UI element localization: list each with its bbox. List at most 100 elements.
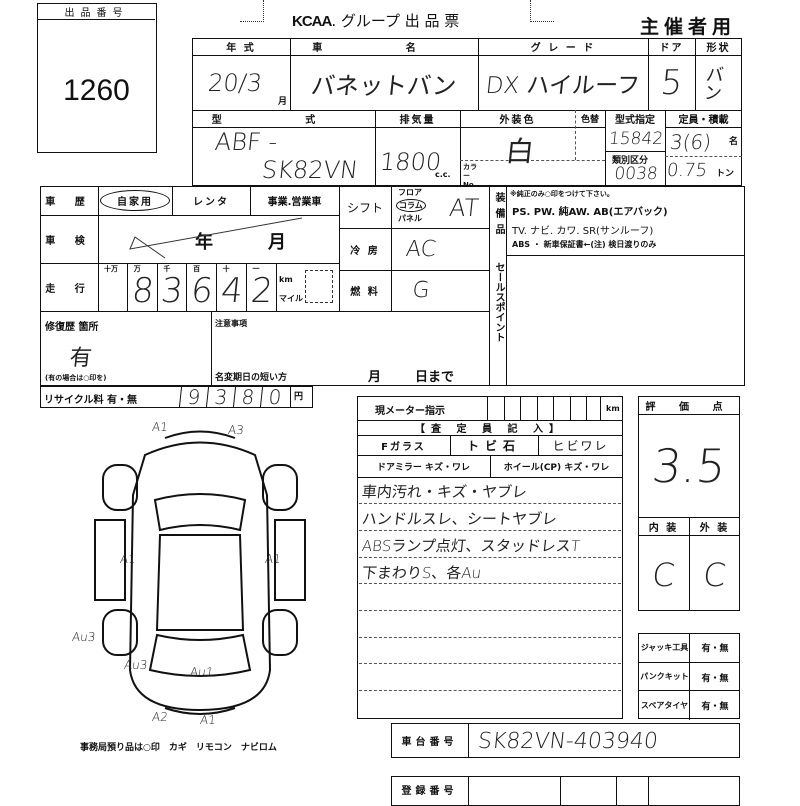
lot-number-box: 出品番号 1260 bbox=[37, 3, 157, 153]
body-label: 形状 bbox=[706, 43, 731, 54]
mile-unit: マイル bbox=[279, 294, 303, 303]
registration-label: 登録番号 bbox=[401, 785, 458, 797]
capacity-value: 3(6) bbox=[668, 130, 713, 154]
equipment-line-2: TV. ナビ. カワ. SR(サンルーフ) bbox=[512, 226, 654, 237]
load-value: 0.75 bbox=[665, 160, 709, 181]
repair-value: 有 bbox=[68, 346, 94, 371]
shift-value: AT bbox=[447, 194, 481, 222]
remark-line: ハンドルスレ、シートヤブレ bbox=[361, 509, 558, 528]
capacity-unit: 名 bbox=[729, 137, 739, 147]
grade-label: グ レ ー ド bbox=[530, 43, 596, 54]
notes-label: 注意事項 bbox=[215, 319, 247, 328]
shift-column: コラム bbox=[396, 199, 426, 212]
model-value-1: ABF - bbox=[213, 128, 279, 156]
recycle-digit: 3 bbox=[205, 385, 236, 409]
equipment-label: 装備品 bbox=[493, 192, 504, 240]
class-value: 0038 bbox=[613, 164, 659, 184]
damage-mark: A1 bbox=[151, 420, 169, 434]
lot-number: 1260 bbox=[63, 74, 130, 107]
interior-label: 内 装 bbox=[648, 522, 679, 534]
fuel-value: G bbox=[411, 278, 431, 303]
displacement-label: 排気量 bbox=[399, 115, 436, 126]
recycle-digit: 0 bbox=[259, 385, 290, 409]
odometer-cell: 十万 bbox=[98, 263, 128, 311]
due-label: 名変期日の短い方 bbox=[215, 373, 288, 383]
tool-row: スペアタイヤ 有・無 bbox=[638, 690, 740, 721]
damage-mark: A1 bbox=[119, 552, 137, 566]
damage-mark: A1 bbox=[264, 552, 282, 566]
equipment-line-3: ABS ・ 新車保証書←(注) 検日渡りのみ bbox=[512, 240, 657, 249]
car-name-value: バネットバン bbox=[309, 71, 458, 100]
repair-label: 修復歴 箇所 bbox=[45, 322, 99, 333]
score-label: 評 価 点 bbox=[645, 401, 733, 413]
class-label: 類別区分 bbox=[612, 156, 649, 166]
damage-mark: Au3 bbox=[71, 630, 97, 644]
exterior-grade: C bbox=[701, 556, 728, 594]
title-text: . グループ 出 品 票 bbox=[331, 12, 460, 30]
corner-mark bbox=[530, 0, 554, 22]
type-spec-value: 15842 bbox=[607, 129, 665, 149]
score-value: 3.5 bbox=[649, 438, 729, 493]
tool-label: スペアタイヤ bbox=[640, 691, 690, 721]
odometer-cell: 千 3 bbox=[157, 263, 188, 311]
recycle-digit: 9 bbox=[178, 385, 209, 409]
lot-label: 出品番号 bbox=[38, 4, 155, 20]
odometer-cell: 万 8 bbox=[128, 263, 158, 311]
equipment-line-1: PS. PW. 純AW. AB(エアバック) bbox=[512, 207, 668, 218]
color-no-label: カラーNo bbox=[463, 163, 477, 189]
meter-label: 現メーター指示 bbox=[375, 406, 445, 417]
damage-mark: A3 bbox=[227, 423, 245, 437]
digit-unit: 百 bbox=[193, 265, 201, 273]
due-day: 日まで bbox=[415, 370, 455, 385]
remark-line: 車内汚れ・キズ・ヤブレ bbox=[361, 482, 528, 501]
chip-label: トビ石 bbox=[466, 438, 521, 453]
recycle-label: リサイクル料 有・無 bbox=[44, 395, 137, 406]
load-unit: トン bbox=[716, 169, 735, 179]
crack-label: ヒビワレ bbox=[552, 438, 609, 453]
tool-label: ジャッキ工具 bbox=[640, 633, 690, 662]
displacement-value: 1800 bbox=[378, 148, 443, 176]
mileage-label: 走 行 bbox=[45, 283, 93, 295]
interior-grade: C bbox=[650, 556, 677, 594]
damage-mark: A2 bbox=[151, 710, 169, 724]
odometer-digit: 6 bbox=[189, 271, 216, 311]
body-value: バン bbox=[700, 65, 725, 101]
year-value: 20/3 bbox=[206, 69, 264, 97]
damage-mark: A1 bbox=[199, 713, 217, 727]
type-spec-label: 型式指定 bbox=[615, 115, 655, 126]
door-label: ドア bbox=[659, 43, 684, 54]
history-option-business: 事業.営業車 bbox=[267, 197, 322, 208]
repair-note: (有の場合は○印を) bbox=[45, 374, 107, 382]
front-glass-label: Fガラス bbox=[381, 441, 426, 453]
recycle-row bbox=[40, 386, 313, 408]
exterior-label: 外 装 bbox=[699, 522, 730, 534]
due-month: 月 bbox=[368, 370, 382, 385]
model-value-2: SK82VN bbox=[260, 156, 360, 184]
tool-row: パンクキット 有・無 bbox=[638, 661, 740, 692]
condition-table bbox=[40, 186, 745, 386]
grade-value: DX ハイルーフ bbox=[484, 73, 642, 99]
capacity-label: 定員・積載 bbox=[678, 115, 729, 126]
odometer-digit: 2 bbox=[248, 271, 275, 311]
model-label: 型 式 bbox=[211, 115, 356, 126]
shift-label: シフト bbox=[346, 200, 383, 215]
color-value: 白 bbox=[504, 135, 536, 168]
door-value: 5 bbox=[658, 63, 685, 103]
cc-unit: c.c. bbox=[435, 170, 451, 179]
remark-line: 下まわりS、各Au bbox=[361, 563, 483, 582]
tool-value: 有・無 bbox=[701, 644, 729, 654]
corner-mark bbox=[240, 0, 264, 22]
odometer-cell: 十 4 bbox=[217, 263, 247, 311]
history-label: 車 歴 bbox=[45, 197, 93, 208]
year-label: 年 式 bbox=[226, 43, 256, 54]
remarks-box bbox=[357, 396, 623, 719]
wheel-label: ホイール(CP) キズ・ワレ bbox=[503, 462, 610, 473]
color-label: 外装色 bbox=[499, 115, 536, 126]
km-unit: km bbox=[279, 275, 293, 284]
inspector-label: 【査 定 員 記 入】 bbox=[415, 424, 565, 435]
chassis-value: SK82VN-403940 bbox=[476, 728, 660, 754]
digit-unit: 十万 bbox=[104, 265, 118, 273]
remark-line: ABSランプ点灯、スタッドレスT bbox=[361, 536, 581, 555]
form-title: KCAA. グループ 出 品 票 bbox=[292, 10, 459, 31]
tool-value: 有・無 bbox=[701, 702, 729, 713]
